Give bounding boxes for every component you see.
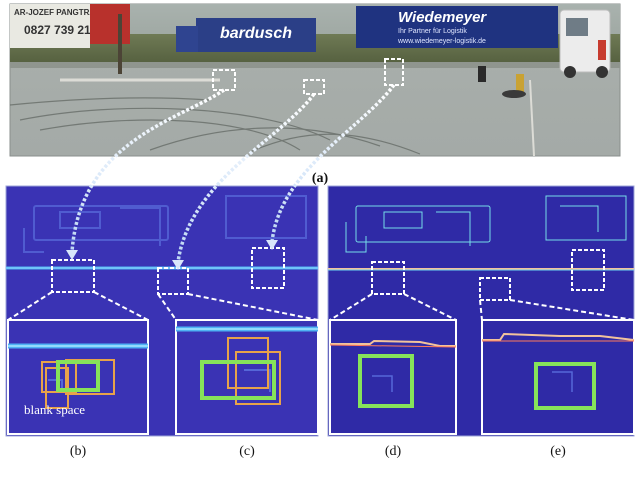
tree-trunk [118,14,122,74]
truck2-url: www.wiedemeyer-logistik.de [397,38,486,45]
label-b: (b) [70,444,87,459]
truck1-brand: bardusch [220,25,292,42]
label-a: (a) [312,171,329,186]
photo-panel-a: AR-JOZEF PANGTRA 0827 739 211 bardusch W… [10,4,620,156]
label-e: (e) [550,444,566,459]
white-van [560,10,610,78]
truck-bardusch: bardusch [176,18,316,52]
zoom-panel-b: blank space [8,320,148,434]
truck2-brand: Wiedemeyer [398,9,487,26]
sign-text: AR-JOZEF PANGTRA [14,8,95,17]
zoom-panel-d [330,320,456,434]
sign-phone: 0827 739 211 [24,23,97,37]
debris [502,90,526,98]
truck-wiedemeyer: Wiedemeyer Ihr Partner für Logistik www.… [356,6,558,48]
zoom-panel-c [176,320,318,434]
zoom-panel-e [482,320,634,434]
blank-space-label: blank space [24,402,85,417]
sign-building: AR-JOZEF PANGTRA 0827 739 211 [10,4,130,48]
truck2-tagline: Ihr Partner für Logistik [398,28,467,35]
label-d: (d) [385,444,402,459]
label-c: (c) [239,444,255,459]
bollard [478,66,486,82]
